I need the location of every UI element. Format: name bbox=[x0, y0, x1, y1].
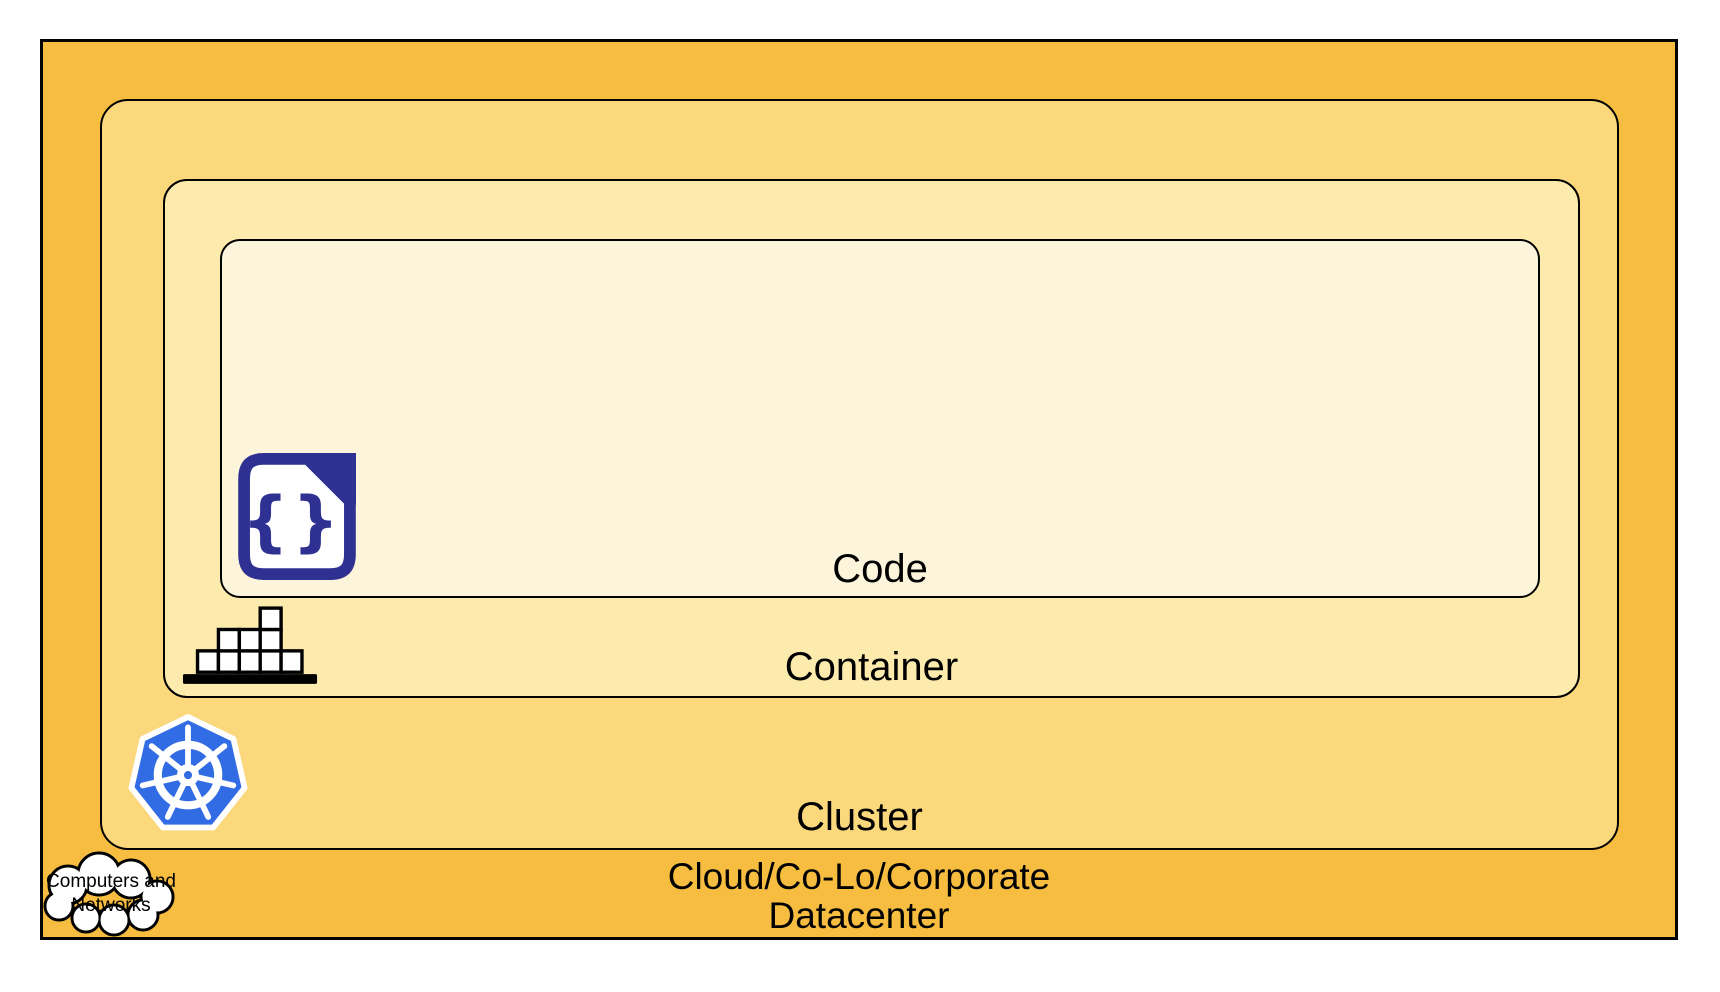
cloud-label-line2: Networks bbox=[71, 895, 151, 917]
datacenter-label-line1: Cloud/Co-Lo/Corporate bbox=[667, 855, 1051, 897]
code-braces-glyph: {} bbox=[242, 483, 343, 560]
code-label: Code bbox=[832, 547, 928, 591]
container-stack-icon-svg bbox=[182, 606, 318, 684]
container-stack-icon bbox=[182, 605, 318, 687]
code-file-icon: {} bbox=[238, 451, 357, 580]
cloud-icon: Computers and Networks bbox=[36, 849, 186, 941]
cloud-label-line1: Computers and bbox=[46, 871, 176, 892]
code-layer-box: Code bbox=[220, 239, 1540, 598]
kubernetes-icon bbox=[124, 710, 252, 839]
container-label: Container bbox=[784, 645, 959, 689]
datacenter-label: Cloud/Co-Lo/Corporate Datacenter bbox=[43, 855, 1675, 936]
cloud-icon-svg bbox=[43, 851, 175, 937]
code-file-icon-svg: {} bbox=[238, 451, 357, 580]
datacenter-label-line2: Datacenter bbox=[768, 894, 950, 936]
cluster-label: Cluster bbox=[796, 795, 923, 839]
cloud-label: Computers and Networks bbox=[36, 870, 186, 919]
kubernetes-icon-svg bbox=[128, 714, 248, 831]
